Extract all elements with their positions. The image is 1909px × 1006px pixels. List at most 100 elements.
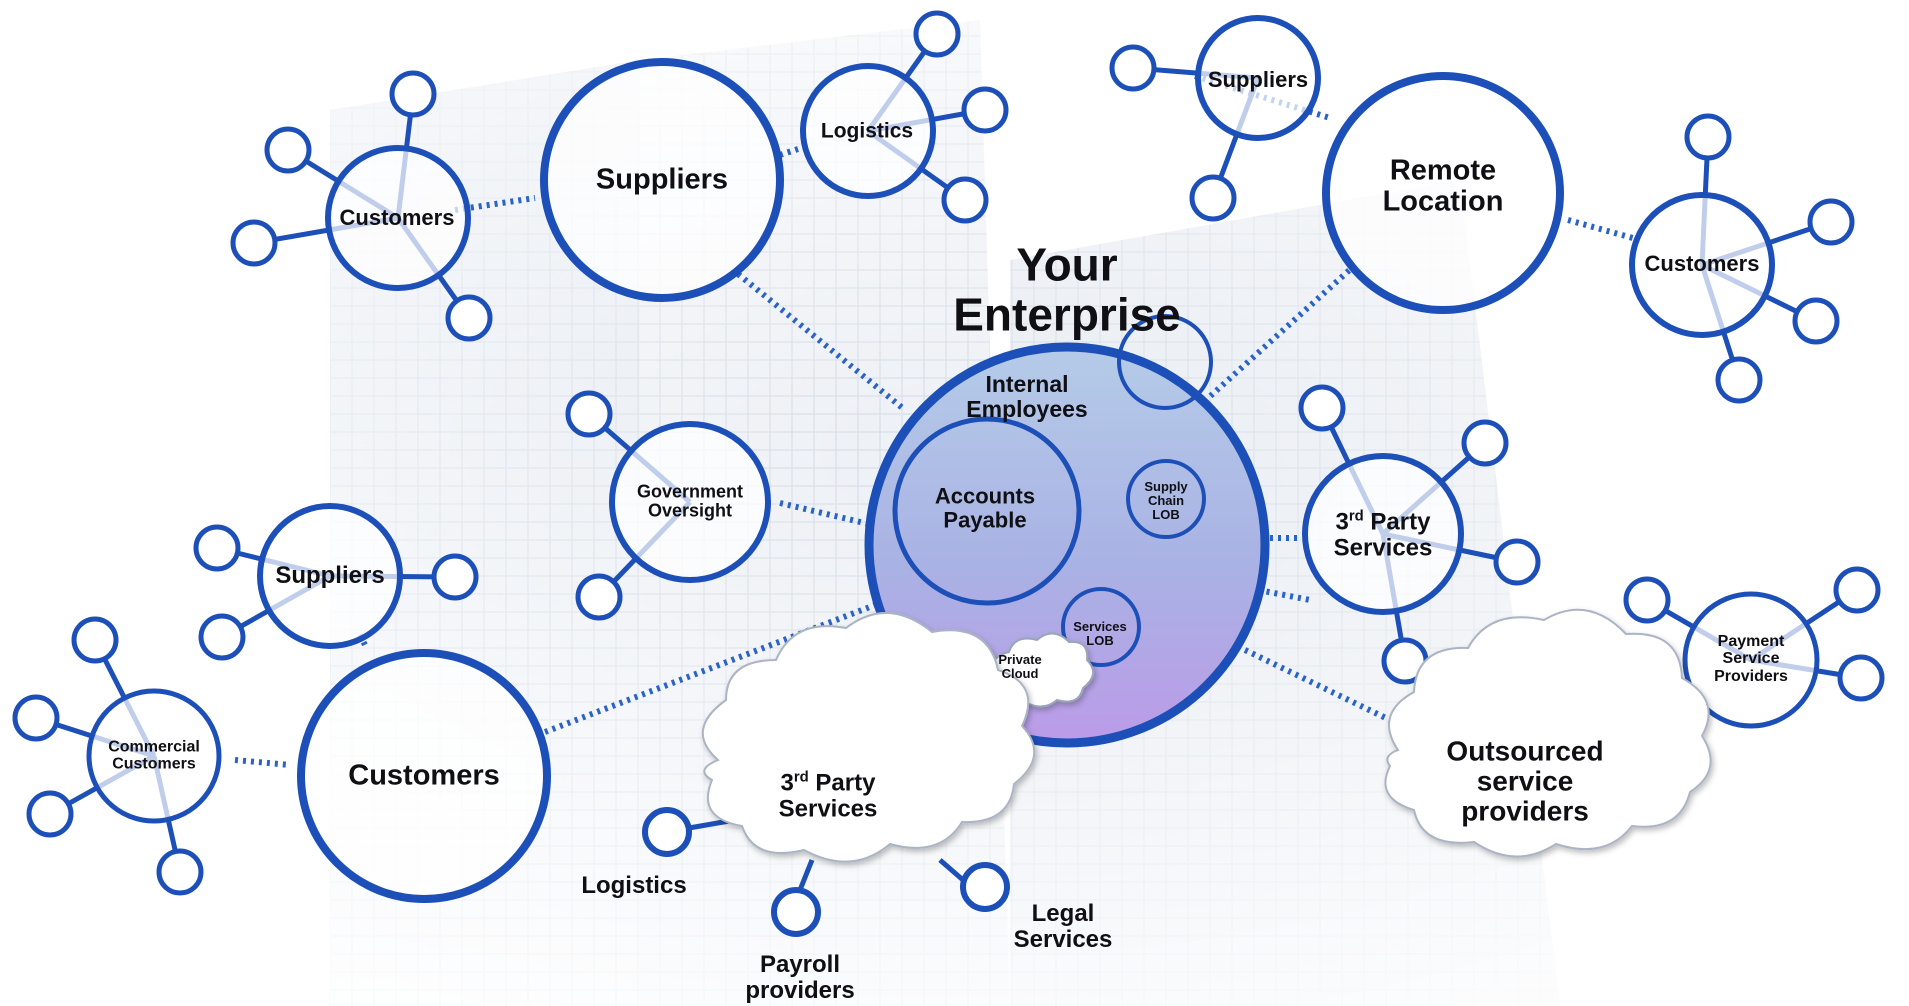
payroll-label: Payroll providers [745, 952, 854, 1004]
accounts-payable-label: Accounts Payable [935, 484, 1035, 532]
satellite-circle [1109, 44, 1157, 92]
dotted-connector [234, 757, 291, 768]
suppliers-top-right-label: Suppliers [1207, 67, 1309, 93]
label-line: Services [1073, 618, 1127, 634]
label-line: Accounts [934, 483, 1036, 509]
satellite-circle [1837, 654, 1885, 702]
dotted-connector [454, 195, 536, 213]
label-line: Cloud [1001, 666, 1039, 681]
node-circle [86, 688, 222, 824]
customers-top-left-label: Customers [339, 205, 455, 231]
label-line: Payable [943, 507, 1027, 532]
satellite-circle [575, 573, 623, 621]
node-circle [1682, 591, 1820, 729]
satellite-circle [264, 126, 312, 174]
satellite-circle [1189, 174, 1237, 222]
logistics-top-label: Logistics [820, 119, 914, 143]
label-line: Payment [1717, 633, 1785, 651]
payment-service-providers-label: Payment Service Providers [1714, 633, 1788, 685]
label-line: Services [778, 795, 878, 823]
internal-employees-label: Internal Employees [966, 372, 1087, 422]
node-circle [297, 649, 551, 903]
satellite-circle [1461, 419, 1509, 467]
page-title: Your Enterprise [953, 240, 1181, 339]
label-line: Customers [112, 756, 196, 773]
satellite-circle [960, 862, 1010, 912]
label-line: Remote [1389, 154, 1497, 187]
label-part: Party [808, 769, 876, 797]
third-party-cloud-label: 3rd Party Services [779, 770, 878, 823]
label-line: LOB [1152, 507, 1180, 523]
satellite-circle [230, 219, 278, 267]
satellite-circle [193, 524, 241, 572]
legal-services-label: Legal Services [1014, 901, 1113, 953]
private-cloud-label: Private Cloud [998, 651, 1042, 681]
services-lob-label: Services LOB [1073, 618, 1127, 648]
label-line: Payroll [759, 951, 841, 979]
title-line-2: Enterprise [953, 288, 1181, 340]
label-line: 3rd Party [779, 770, 878, 797]
dotted-connector [1243, 647, 1392, 723]
satellite-circle [26, 790, 74, 838]
node-circle [1302, 453, 1464, 615]
spoke-line [797, 859, 815, 891]
outsourced-cloud-shape [1384, 608, 1712, 858]
supply-chain-lob-label: Supply Chain LOB [1144, 479, 1187, 523]
node-circle [1322, 72, 1564, 314]
dotted-connector [543, 602, 877, 735]
satellite-circle [642, 807, 692, 857]
suppliers-top-label: Suppliers [595, 163, 729, 196]
satellite-circle [913, 10, 961, 58]
label-line: Outsourced [1446, 735, 1604, 767]
node-circle [800, 63, 936, 199]
satellite-circle [1807, 198, 1855, 246]
satellite-circle [431, 553, 479, 601]
label-line: Chain [1147, 492, 1185, 508]
label-part: 3 [1335, 508, 1349, 536]
label-part: Party [1363, 508, 1431, 536]
commercial-customers-label: Commercial Customers [108, 739, 200, 774]
outsourced-label: Outsourced service providers [1446, 735, 1604, 828]
label-line: Commercial [108, 738, 200, 756]
label-line: Employees [966, 396, 1088, 422]
satellite-circle [941, 176, 989, 224]
label-line: Services [1013, 926, 1113, 953]
node-circle [325, 145, 471, 291]
label-line: Services [1333, 534, 1433, 562]
label-part: 3 [780, 769, 794, 797]
label-line: LOB [1086, 633, 1114, 648]
label-line: Oversight [647, 501, 733, 521]
satellite-circle [198, 613, 246, 661]
label-line: Legal [1031, 900, 1095, 928]
satellite-circle [71, 616, 119, 664]
node-circle [257, 503, 403, 649]
satellite-circle [565, 390, 613, 438]
third-party-right-label: 3rd Party Services [1334, 509, 1433, 562]
suppliers-left-label: Suppliers [275, 562, 385, 590]
label-superscript: rd [1348, 508, 1364, 525]
node-circle [1195, 15, 1321, 141]
label-line: Private [998, 651, 1042, 667]
satellite-circle [1792, 297, 1840, 345]
remote-location-label: Remote Location [1383, 154, 1504, 219]
label-line: Government [636, 481, 744, 502]
node-circle [609, 421, 771, 583]
satellite-circle [12, 694, 60, 742]
label-line: Service [1722, 650, 1780, 668]
satellite-circle [1623, 576, 1671, 624]
label-line: providers [745, 977, 855, 1004]
label-line: Internal [985, 371, 1069, 398]
title-line-1: Your [1016, 238, 1118, 291]
label-superscript: rd [793, 769, 809, 786]
label-line: providers [1461, 796, 1589, 828]
government-oversight-label: Government Oversight [636, 481, 744, 522]
satellite-circle [156, 848, 204, 896]
node-circle [1629, 192, 1775, 338]
satellite-circle [389, 70, 437, 118]
customers-big-label: Customers [348, 759, 500, 792]
satellite-circle [445, 294, 493, 342]
label-line: service [1476, 765, 1574, 797]
satellite-circle [1715, 356, 1763, 404]
spoke-line [938, 858, 965, 882]
